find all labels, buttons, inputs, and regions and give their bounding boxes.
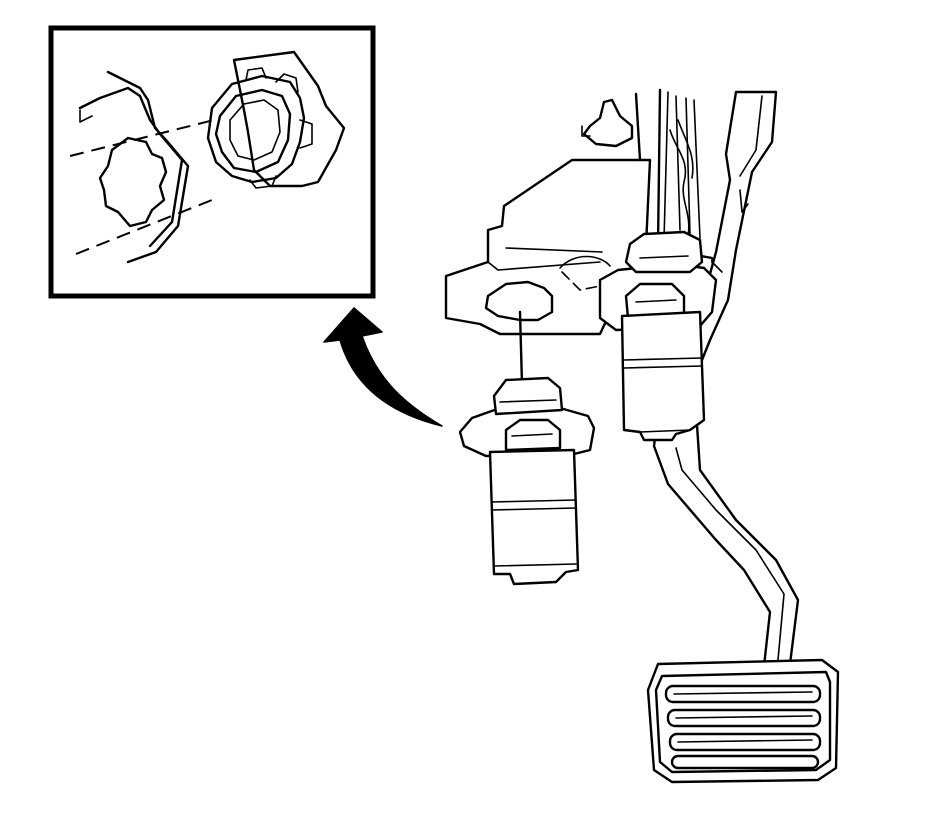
switch-installed-body bbox=[620, 310, 706, 442]
bracket-stud bbox=[582, 98, 634, 148]
removal-line bbox=[518, 310, 524, 386]
inset-alignment-line-1 bbox=[69, 119, 215, 157]
detail-inset bbox=[48, 25, 376, 299]
switch-removed bbox=[458, 310, 596, 586]
bracket-switch-hole bbox=[484, 280, 554, 322]
inset-mounting-hole bbox=[98, 136, 168, 228]
inset-switch bbox=[206, 50, 346, 189]
switch-removed-body bbox=[488, 448, 580, 586]
inset-alignment-line-2 bbox=[75, 199, 213, 255]
switch-installed bbox=[598, 230, 718, 442]
callout-arrow bbox=[323, 307, 443, 427]
brake-pedal-pad bbox=[646, 658, 840, 784]
